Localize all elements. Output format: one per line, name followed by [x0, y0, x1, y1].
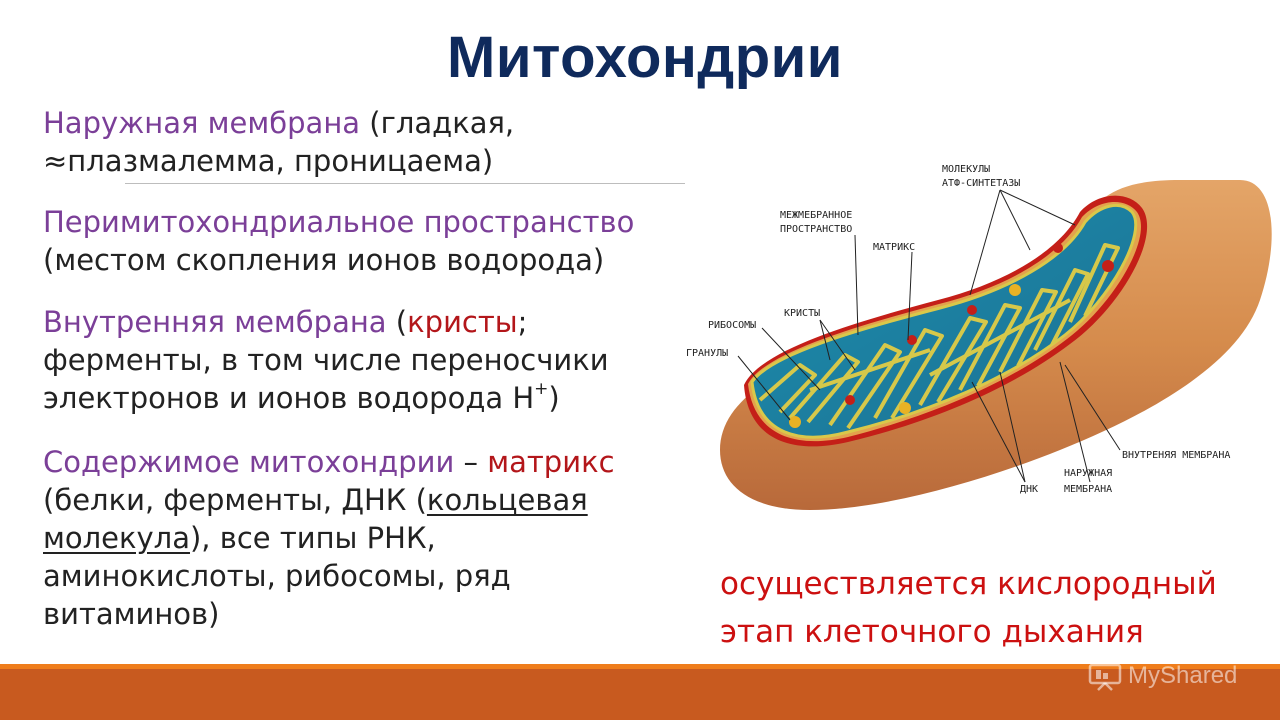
label-atp-line2: АТФ-СИНТЕТАЗЫ — [942, 178, 1020, 189]
label-outer-membrane-line1: НАРУЖНАЯ — [1064, 468, 1112, 479]
matrix-paragraph: Содержимое митохондрии – матрикс (белки,… — [43, 443, 683, 633]
granule-dot — [1053, 243, 1063, 253]
page-title: Митохондрии — [447, 25, 843, 90]
leader-lines — [737, 189, 1121, 483]
granule-dot — [899, 402, 911, 414]
inner-membrane-semicolon: ; — [517, 305, 528, 339]
inner-membrane-line3: электронов и ионов водорода H — [43, 381, 535, 415]
superscript-plus: + — [534, 379, 549, 399]
cristae-folds — [758, 243, 1120, 430]
outer-membrane-term: Наружная мембрана — [43, 106, 361, 140]
granule-dot — [907, 335, 917, 345]
granule-dot — [789, 416, 801, 428]
label-intermembrane-line2: ПРОСТРАНСТВО — [780, 224, 852, 235]
inner-membrane-line2: ферменты, в том числе переносчики — [43, 343, 609, 377]
inner-membrane-close: ) — [548, 381, 560, 415]
watermark-text: MyShared — [1128, 662, 1238, 689]
label-granules: ГРАНУЛЫ — [686, 348, 728, 359]
presentation-icon — [1088, 663, 1122, 691]
granule-dot — [967, 305, 977, 315]
label-inner-membrane: ВНУТРЕНЯЯ МЕМБРАНА — [1122, 450, 1230, 461]
label-intermembrane-line1: МЕЖМЕБРАННОЕ — [780, 210, 852, 221]
intermembrane-term: Перимитохондриальное пространство — [43, 205, 635, 239]
outer-membrane-paragraph: Наружная мембрана (гладкая, ≈плазмалемма… — [43, 104, 683, 180]
cristae-term: кристы — [407, 305, 518, 339]
granule-dot — [1009, 284, 1021, 296]
inner-membrane-open: ( — [386, 305, 408, 339]
watermark-logo: MyShared — [1088, 656, 1237, 696]
matrix-line4: аминокислоты, рибосомы, ряд — [43, 559, 511, 593]
divider-line — [125, 183, 685, 184]
outer-membrane-text: (гладкая, — [360, 106, 515, 140]
label-cristae: КРИСТЫ — [784, 308, 820, 319]
intermembrane-paragraph: Перимитохондриальное пространство (место… — [43, 203, 683, 279]
matrix-line2: (белки, ферменты, ДНК ( — [43, 483, 427, 517]
contents-term: Содержимое митохондрии — [43, 445, 455, 479]
label-matrix: МАТРИКС — [873, 242, 915, 253]
inner-membrane-term: Внутренняя мембрана — [43, 305, 387, 339]
label-dna: ДНК — [1020, 484, 1038, 495]
matrix-term: матрикс — [487, 445, 615, 479]
intermembrane-desc: (местом скопления ионов водорода) — [43, 243, 605, 277]
matrix-line5: витаминов) — [43, 597, 220, 631]
mitochondrion-diagram: МОЛЕКУЛЫ АТФ-СИНТЕТАЗЫ МЕЖМЕБРАННОЕ ПРОС… — [686, 164, 1272, 510]
callout-text: осуществляется кислородный этап клеточно… — [720, 560, 1280, 656]
callout-line2: этап клеточного дыхания — [720, 614, 1144, 650]
contents-dash: – — [454, 445, 488, 479]
matrix-line3: ), все типы РНК, — [189, 521, 436, 555]
circular-underlined: кольцевая — [426, 483, 588, 517]
callout-line1: осуществляется кислородный — [720, 566, 1217, 602]
granule-dot — [1102, 260, 1114, 272]
outer-membrane-desc: ≈плазмалемма, проницаема) — [43, 144, 494, 178]
label-ribosomes: РИБОСОМЫ — [708, 320, 756, 331]
label-atp-line1: МОЛЕКУЛЫ — [942, 164, 990, 175]
label-outer-membrane-line2: МЕМБРАНА — [1064, 484, 1112, 495]
footer-bar — [0, 664, 1280, 720]
inner-membrane-paragraph: Внутренняя мембрана (кристы; ферменты, в… — [43, 303, 683, 417]
molecule-underlined: молекула — [43, 521, 190, 555]
granule-dot — [845, 395, 855, 405]
